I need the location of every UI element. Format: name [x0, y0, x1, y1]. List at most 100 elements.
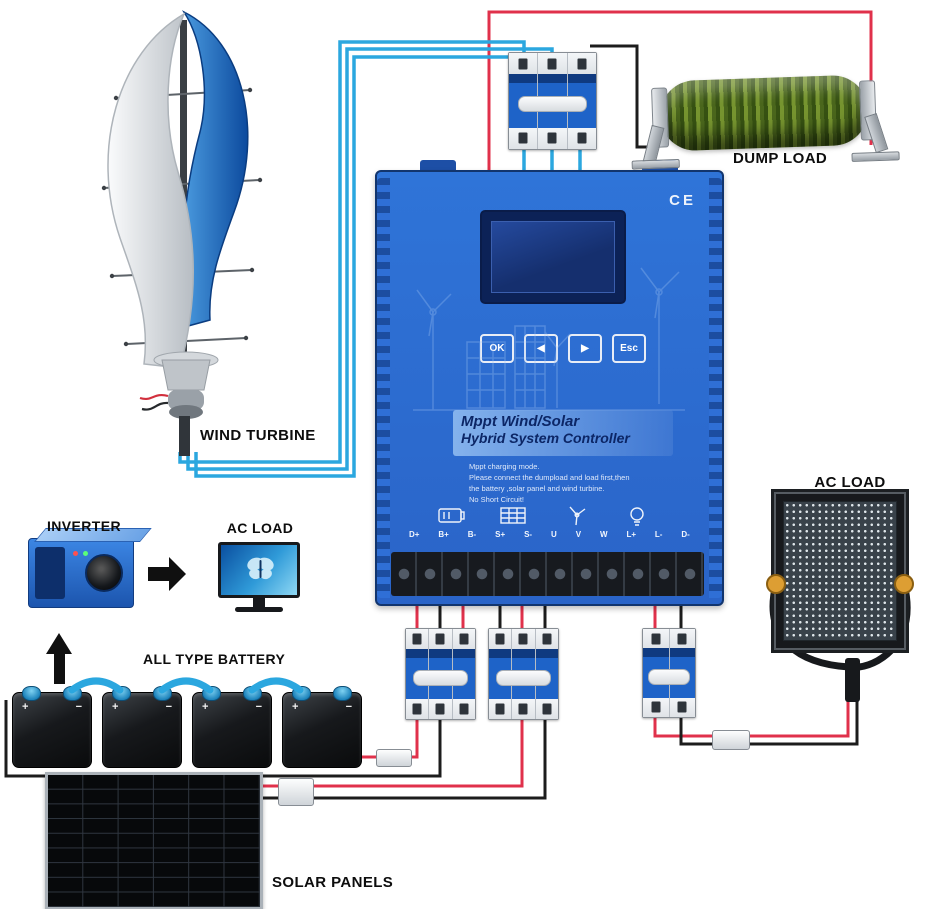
led-face — [783, 501, 897, 641]
terminal-labels: D+ B+ B- S+ S- U V W L+ L- D- — [409, 530, 690, 539]
arrow-right-icon — [148, 557, 186, 591]
battery-bank-label: ALL TYPE BATTERY — [143, 651, 286, 667]
right-arrow-button: ▶ — [568, 334, 602, 363]
breaker-pole — [452, 629, 475, 719]
plus-sign: + — [22, 701, 29, 713]
inverter-led-green — [83, 551, 88, 556]
turbine-flange — [153, 351, 219, 369]
turbine-shaft — [180, 20, 187, 360]
terminal-label: V — [575, 530, 582, 539]
battery-terminal — [63, 686, 82, 701]
battery-terminal — [202, 686, 221, 701]
battery-1: + − — [12, 686, 92, 768]
breaker-pole — [567, 53, 596, 149]
wire-acload-neutral — [679, 699, 859, 746]
monitor-base — [235, 607, 283, 612]
inverter-display-panel — [35, 547, 65, 599]
breaker-pole — [669, 629, 695, 717]
dump-load-resistor — [631, 74, 900, 170]
heatsink-left — [377, 178, 390, 598]
terminal-label: U — [550, 530, 557, 539]
turbine-struts — [103, 89, 261, 345]
ac-load-monitor-label: AC LOAD — [226, 520, 294, 536]
breaker-pole — [512, 629, 536, 719]
solar-panel — [45, 772, 263, 909]
ac-load-panel-label: AC LOAD — [814, 474, 886, 491]
breaker-wind — [508, 52, 597, 150]
battery-4: + − — [282, 686, 362, 768]
breaker-pole — [406, 629, 430, 719]
generator-body — [168, 390, 204, 410]
terminal-label: L- — [654, 530, 663, 539]
controller-notes: Mppt charging mode. Please connect the d… — [469, 462, 630, 506]
terminal-label: S- — [524, 530, 533, 539]
terminal-label: W — [599, 530, 608, 539]
ac-load-monitor — [218, 542, 300, 598]
note-line: the battery ,solar panel and wind turbin… — [469, 483, 605, 493]
minus-sign: − — [255, 701, 262, 713]
left-arrow-button: ◀ — [524, 334, 558, 363]
esc-button: Esc — [612, 334, 646, 363]
inverter-fan — [85, 554, 123, 592]
monitor-neck — [253, 598, 265, 607]
dump-load-label: DUMP LOAD — [733, 150, 828, 167]
strut-ends — [101, 87, 263, 347]
lcd-screen — [491, 221, 615, 293]
ce-mark: CE — [669, 192, 696, 209]
battery-terminal — [112, 686, 131, 701]
breaker-pole — [535, 629, 558, 719]
battery-terminal — [292, 686, 311, 701]
arrow-up-icon — [46, 633, 72, 684]
breaker-battery — [405, 628, 476, 720]
breaker-pole — [643, 629, 670, 717]
terminal-label: B+ — [438, 530, 449, 539]
terminal-icons — [438, 506, 644, 526]
note-line: Please connect the dumpload and load fir… — [469, 472, 630, 482]
battery-3: + − — [192, 686, 272, 768]
inverter-label: INVERTER — [47, 518, 121, 534]
ok-button: OK — [480, 334, 514, 363]
battery-fuse — [376, 749, 412, 767]
note-line: No Short Circuit! — [469, 494, 525, 504]
minus-sign: − — [165, 701, 172, 713]
mount-foot-right — [851, 151, 900, 162]
plus-sign: + — [292, 701, 299, 713]
terminal-label: S+ — [495, 530, 506, 539]
breaker-pole — [509, 53, 539, 149]
battery-jumpers — [68, 677, 304, 694]
battery-terminal — [153, 686, 172, 701]
generator-neck — [161, 359, 211, 391]
inverter-led-red — [73, 551, 78, 556]
battery-terminal — [243, 686, 262, 701]
minus-sign: − — [345, 701, 352, 713]
breaker-solar — [488, 628, 559, 720]
terminal-label: D- — [681, 530, 690, 539]
model-plate: Mppt Wind/Solar Hybrid System Controller — [453, 410, 673, 456]
plate-title-line1: Mppt Wind/Solar — [461, 413, 580, 430]
terminal-label: B- — [467, 530, 477, 539]
solar-panels-label: SOLAR PANELS — [272, 874, 394, 891]
acload-fuse — [712, 730, 750, 750]
turbine-blade-blue — [181, 10, 249, 327]
solar-panel-icon — [500, 507, 526, 524]
breaker-acload — [642, 628, 696, 718]
controller-buttons: OK ◀ ▶ Esc — [480, 334, 646, 363]
plate-title-line2: Hybrid System Controller — [461, 430, 630, 446]
generator-dome — [169, 405, 203, 419]
hybrid-controller: CE OK ◀ ▶ Esc Mppt Wind/Solar Hybrid Sys… — [375, 170, 724, 606]
heatsink-right — [709, 178, 722, 598]
minus-sign: − — [75, 701, 82, 713]
wind-turbine-label: WIND TURBINE — [200, 427, 316, 444]
ac-load-led-panel — [774, 492, 906, 650]
breaker-pole — [538, 53, 568, 149]
breaker-pole — [429, 629, 453, 719]
turbine-pigtail-red — [139, 394, 169, 400]
battery-terminal — [333, 686, 352, 701]
terminal-label: D+ — [409, 530, 420, 539]
battery-terminal — [22, 686, 41, 701]
note-line: Mppt charging mode. — [469, 462, 540, 471]
terminal-label: L+ — [626, 530, 636, 539]
butterfly-graphic — [247, 557, 274, 580]
wire-dump-black — [590, 44, 657, 149]
